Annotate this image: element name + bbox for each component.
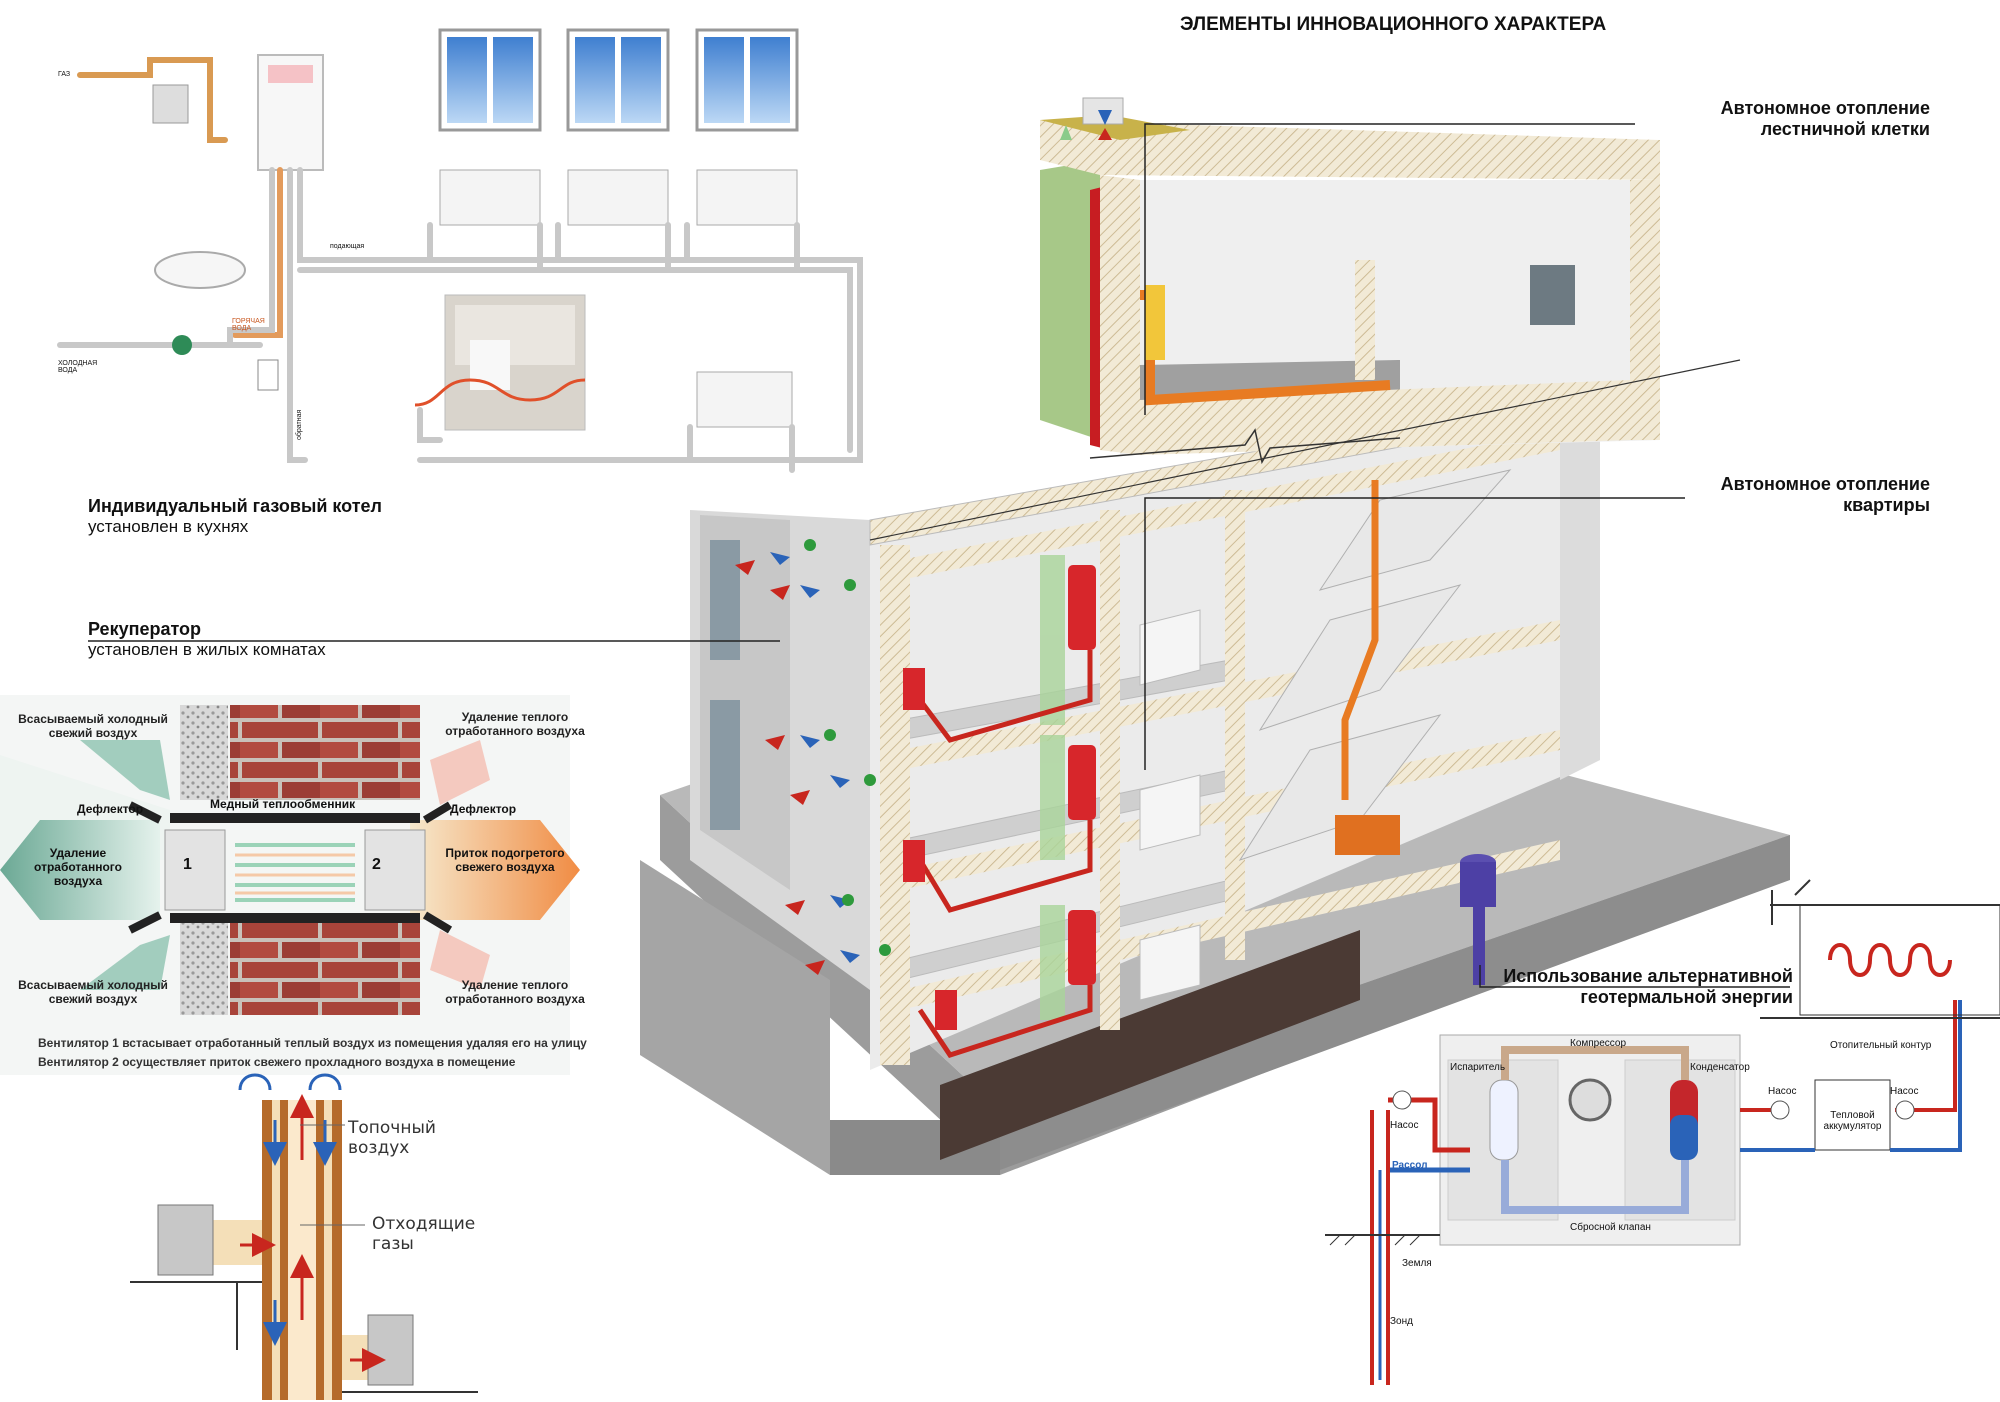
window-icon bbox=[710, 540, 740, 830]
label-thermal-accumulator: Тепловой аккумулятор bbox=[1823, 1110, 1882, 1132]
label-ground: Земля bbox=[1402, 1258, 1432, 1269]
window-icon bbox=[695, 28, 799, 132]
label-supply: Приток подогретого свежего воздуха bbox=[445, 846, 565, 874]
page-title: ЭЛЕМЕНТЫ ИННОВАЦИОННОГО ХАРАКТЕРА bbox=[1180, 14, 1607, 35]
geothermal-tank-icon bbox=[1460, 854, 1496, 985]
filter-icon bbox=[257, 359, 279, 391]
pump-icon bbox=[1770, 1100, 1790, 1120]
compressor-icon bbox=[1568, 1078, 1612, 1122]
boiler-icon bbox=[1068, 565, 1096, 985]
label-removal-bottom: Удаление теплого отработанного воздуха bbox=[445, 978, 585, 1006]
gas-meter-icon bbox=[152, 84, 189, 124]
callout-gas-boiler: Индивидуальный газовый котел установлен … bbox=[88, 496, 382, 537]
label-flue-gases: Отходящие газы bbox=[372, 1214, 476, 1254]
label-supply-pipe: подающая bbox=[330, 243, 365, 250]
label-pump-left: Насос bbox=[1390, 1120, 1419, 1131]
label-removal-top: Удаление теплого отработанного воздуха bbox=[445, 710, 585, 738]
label-relief-valve: Сбросной клапан bbox=[1570, 1222, 1651, 1233]
callout-line: Автономное отопление bbox=[1720, 474, 1930, 494]
label-return-pipe: обратная bbox=[296, 409, 303, 440]
callout-apartment-heating: Автономное отопление квартиры bbox=[1560, 474, 1930, 516]
callout-line: установлен в жилых комнатах bbox=[88, 640, 326, 659]
note-fan-1: Вентилятор 1 встасывает отработанный теп… bbox=[38, 1036, 587, 1050]
callout-line: Использование альтернативной bbox=[1503, 966, 1793, 986]
label-gas: ГАЗ bbox=[58, 71, 71, 78]
leader-lines bbox=[88, 123, 1790, 988]
sink-icon bbox=[154, 251, 246, 289]
warm-air-arrow bbox=[410, 820, 580, 920]
callout-geothermal: Использование альтернативной геотермальн… bbox=[1460, 966, 1793, 1008]
label-probe: Зонд bbox=[1390, 1316, 1413, 1327]
callout-line: Индивидуальный газовый котел bbox=[88, 496, 382, 516]
label-intake-top: Всасываемый холодный свежий воздух bbox=[18, 712, 168, 740]
gas-boiler-icon bbox=[257, 54, 324, 171]
pump-icon bbox=[1392, 1090, 1412, 1110]
pump-icon bbox=[1895, 1100, 1915, 1120]
label-deflector-left: Дефлектор bbox=[77, 802, 144, 816]
label-deflector-right: Дефлектор bbox=[450, 802, 517, 816]
label-cold-water: ХОЛОДНАЯ ВОДА bbox=[58, 360, 98, 374]
callout-stair-heating: Автономное отопление лестничной клетки bbox=[1560, 98, 1930, 140]
radiator-icon bbox=[1335, 815, 1400, 855]
label-heating-loop: Отопительный контур bbox=[1830, 1040, 1932, 1051]
callout-line: Автономное отопление bbox=[1720, 98, 1930, 118]
callout-recuperator: Рекуператор установлен в жилых комнатах bbox=[88, 619, 326, 660]
label-pump-right: Насос bbox=[1890, 1086, 1919, 1097]
chimney-diagram bbox=[130, 1073, 478, 1400]
pump-icon bbox=[172, 335, 192, 355]
label-copper-exchanger: Медный теплообменник bbox=[210, 797, 356, 811]
exhaust-air-arrow bbox=[0, 820, 160, 920]
label-evaporator: Испаритель bbox=[1450, 1062, 1506, 1073]
note-fan-2: Вентилятор 2 осуществляет приток свежего… bbox=[38, 1055, 516, 1069]
callout-line: Рекуператор bbox=[88, 619, 202, 639]
window-icon bbox=[438, 28, 542, 132]
label-fan-1: 1 bbox=[183, 856, 192, 873]
label-exhaust: Удаление отработанного воздуха bbox=[34, 846, 122, 888]
boiler-schematic bbox=[57, 28, 863, 473]
radiator-icon bbox=[439, 169, 798, 428]
label-combustion-air: Топочный воздух bbox=[348, 1118, 436, 1158]
callout-line: геотермальной энергии bbox=[1580, 987, 1793, 1007]
callout-line: лестничной клетки bbox=[1760, 119, 1930, 139]
label-hot-water: ГОРЯЧАЯ ВОДА bbox=[232, 318, 265, 332]
recuperator-diagram bbox=[0, 695, 580, 1075]
callout-line: квартиры bbox=[1843, 495, 1930, 515]
label-compressor: Компрессор bbox=[1570, 1038, 1627, 1049]
callout-line: установлен в кухнях bbox=[88, 517, 249, 536]
window-icon bbox=[1530, 265, 1575, 325]
label-brine: Рассол bbox=[1392, 1160, 1428, 1171]
label-condenser: Конденсатор bbox=[1690, 1062, 1750, 1073]
heat-pump-diagram bbox=[1325, 879, 2000, 1385]
building-cutaway bbox=[640, 97, 1790, 1175]
window-icon bbox=[566, 28, 670, 132]
label-fan-2: 2 bbox=[372, 856, 381, 873]
label-pump-mid: Насос bbox=[1768, 1086, 1797, 1097]
label-intake-bottom: Всасываемый холодный свежий воздух bbox=[18, 978, 168, 1006]
recuperator-arrows bbox=[735, 539, 891, 975]
